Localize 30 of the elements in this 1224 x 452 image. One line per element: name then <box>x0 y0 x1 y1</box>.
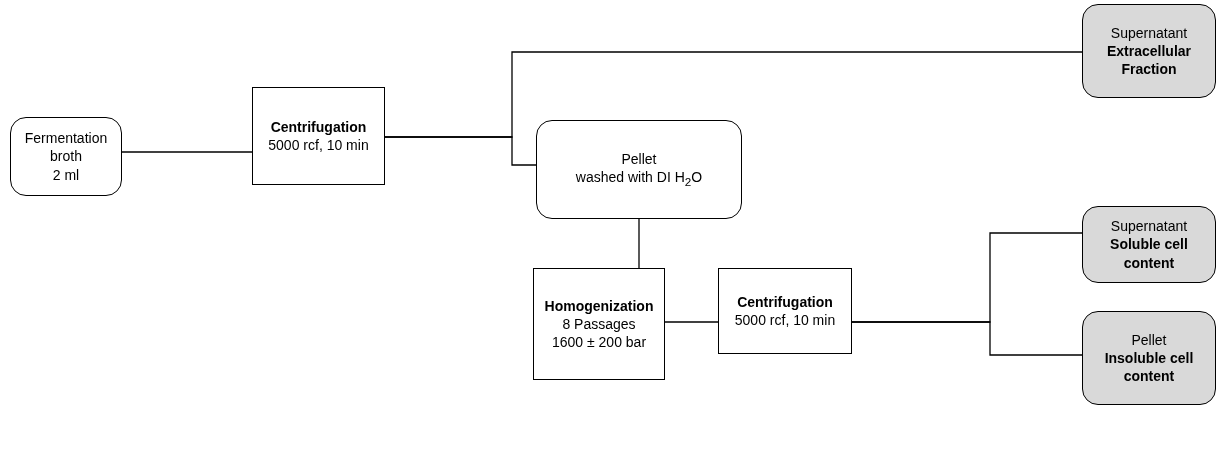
step-title: Centrifugation <box>737 292 833 311</box>
start-box <box>10 117 122 196</box>
process-box <box>718 268 852 354</box>
step-text: Pellet <box>621 149 657 169</box>
step-text: 8 Passages <box>562 314 636 334</box>
result-box <box>1082 4 1216 98</box>
result-box <box>1082 206 1216 283</box>
step-text: Supernatant <box>1110 217 1188 236</box>
step-text: 5000 rcf, 10 min <box>268 136 369 155</box>
process-box <box>252 87 385 185</box>
step-text: Supernatant <box>1110 23 1188 42</box>
step-title: Insoluble cell content <box>1103 348 1195 386</box>
step-text: washed with DI H$_{2}$O <box>575 168 703 190</box>
step-title: Soluble cell content <box>1109 235 1189 272</box>
step-text: 2 ml <box>52 165 80 184</box>
step-text: Pellet <box>1131 330 1167 349</box>
step-text: 1600 ± 200 bar <box>551 333 647 352</box>
connector-line <box>121 151 253 153</box>
connector-line <box>664 321 719 323</box>
step-text: Fermentation broth <box>23 129 109 166</box>
intermediate-box <box>536 120 742 219</box>
step-title: Extracellular Fraction <box>1105 41 1193 79</box>
connector-line <box>851 321 1083 356</box>
step-text: 5000 rcf, 10 min <box>734 311 836 330</box>
result-box <box>1082 311 1216 405</box>
connector-line <box>384 136 537 166</box>
connector-line <box>638 218 640 269</box>
step-title: Centrifugation <box>270 117 367 136</box>
step-title: Homogenization <box>544 296 654 315</box>
process-box <box>533 268 665 380</box>
